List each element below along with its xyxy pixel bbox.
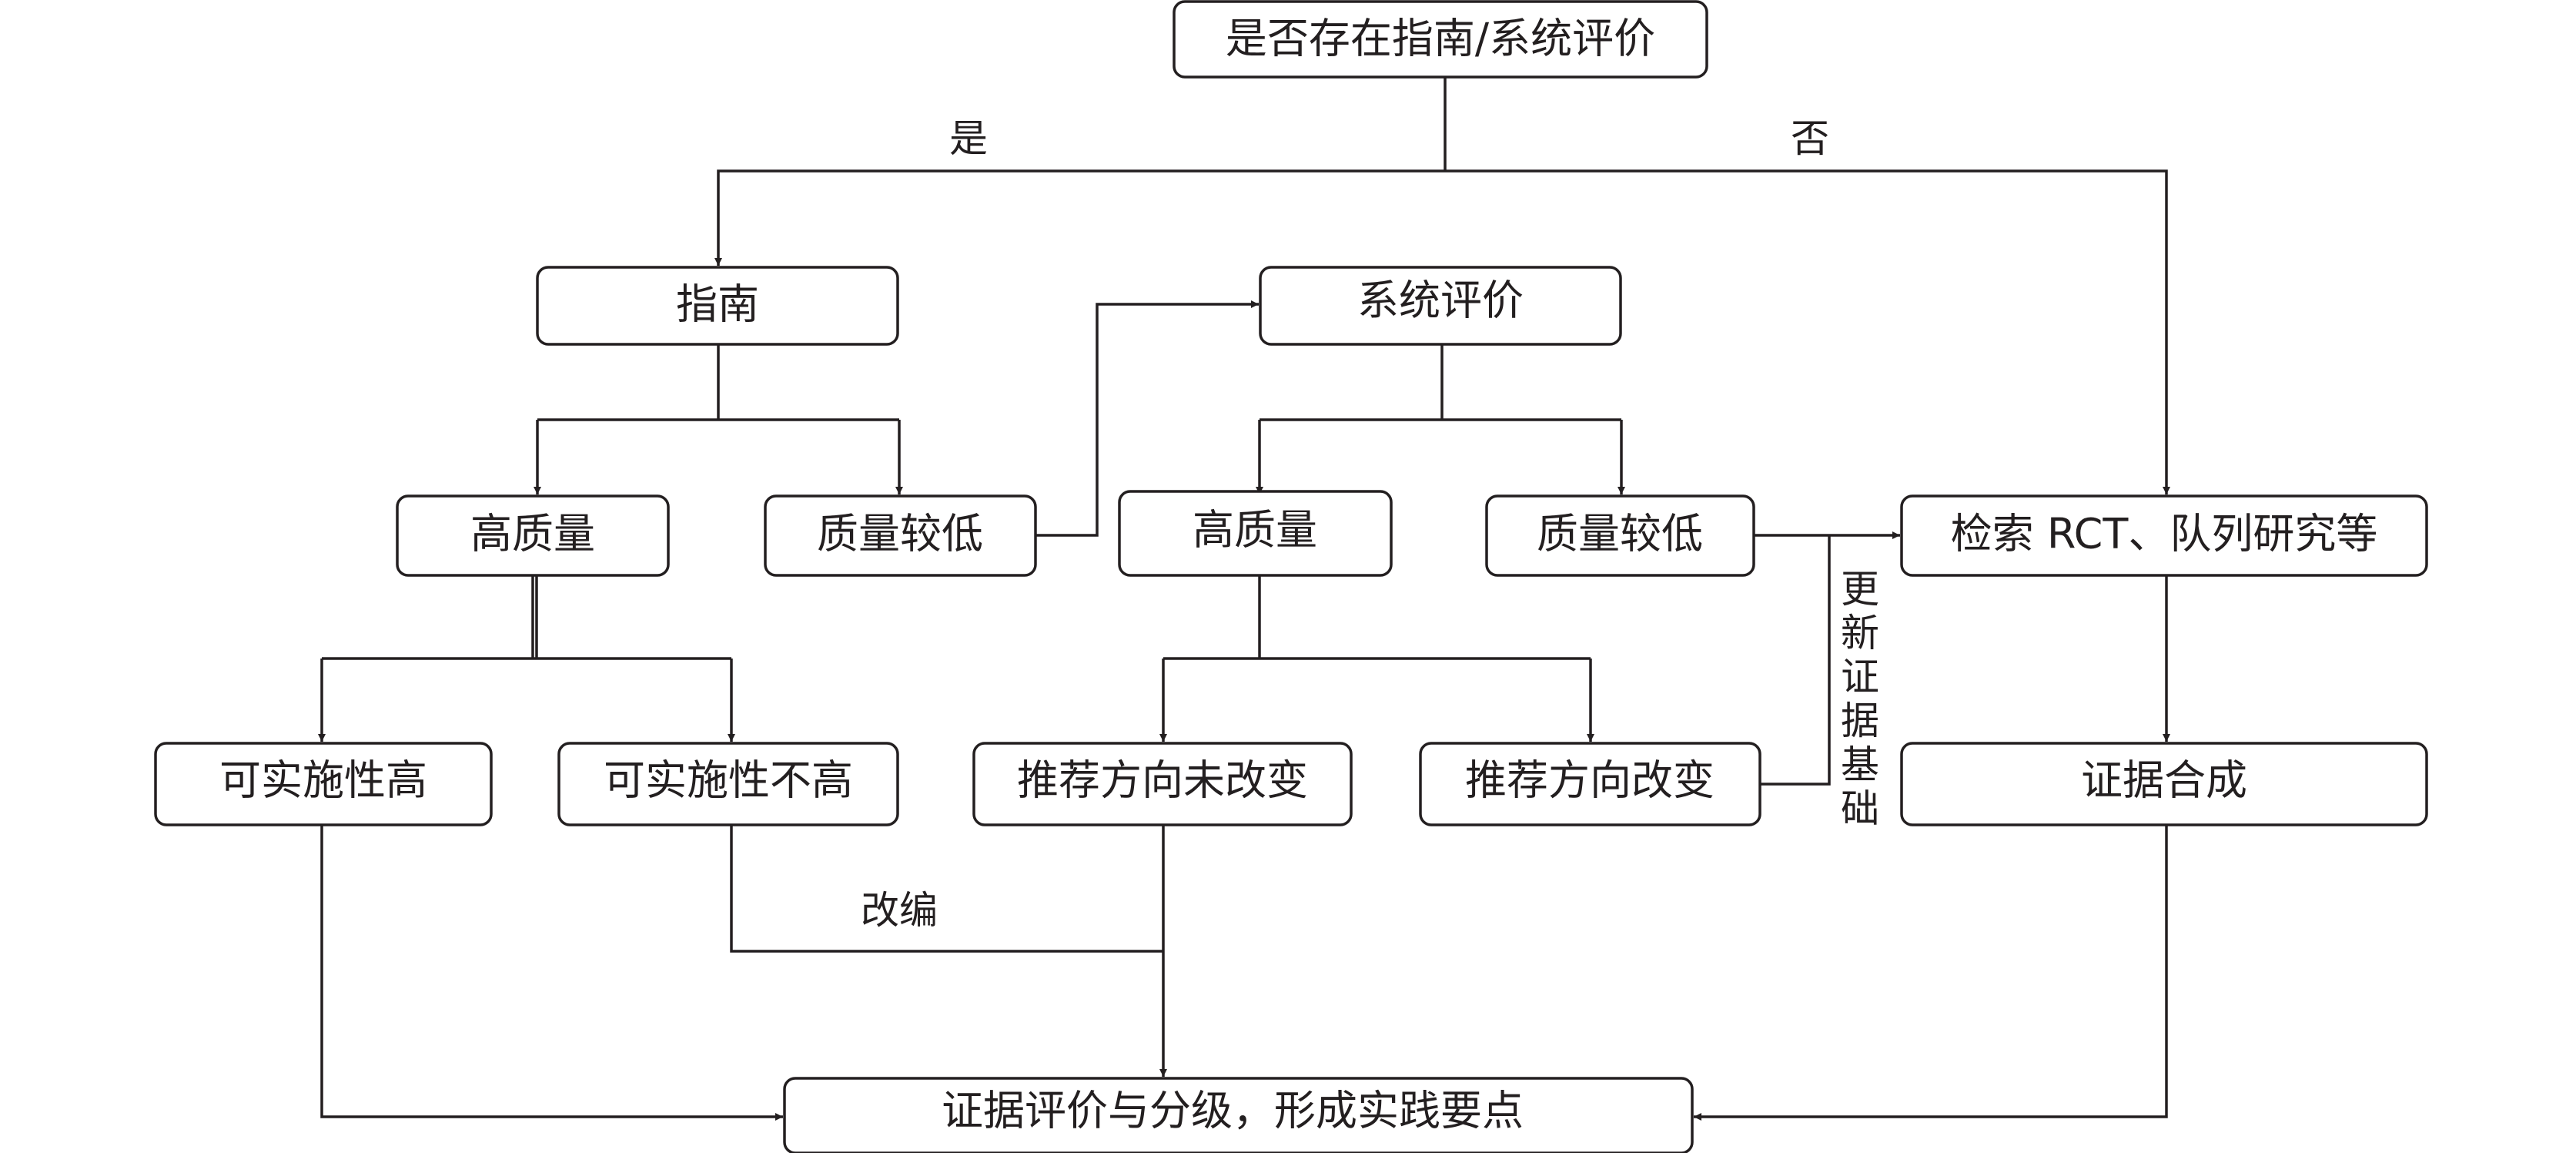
node-guideline-low-label: 质量较低	[817, 510, 983, 558]
node-synthesis: 证据合成	[1900, 742, 2428, 826]
label-no: 否	[1791, 116, 1829, 161]
node-sysreview-high: 高质量	[1118, 490, 1393, 577]
label-yes: 是	[949, 116, 988, 161]
node-search: 检索 RCT、队列研究等	[1900, 494, 2428, 577]
node-search-label: 检索 RCT、队列研究等	[1951, 510, 2378, 558]
node-sysreview-low-label: 质量较低	[1537, 510, 1703, 558]
node-recommendation-unchanged: 推荐方向未改变	[972, 742, 1353, 826]
node-sysreview-label: 系统评价	[1357, 277, 1524, 325]
label-adapt: 改编	[861, 888, 938, 933]
node-sysreview-high-label: 高质量	[1193, 506, 1317, 555]
node-feasibility-high: 可实施性高	[154, 742, 493, 826]
edge-feaslow-adapt	[730, 825, 1163, 953]
node-guideline-high: 高质量	[396, 494, 670, 577]
edge-yes-to-guideline	[714, 169, 1445, 266]
node-root: 是否存在指南/系统评价	[1173, 0, 1708, 79]
edge-ghigh-split	[322, 575, 731, 660]
node-guideline-high-label: 高质量	[470, 510, 595, 558]
node-root-label: 是否存在指南/系统评价	[1226, 15, 1655, 63]
connectors	[318, 77, 2170, 1121]
edge-recchanged-update	[1760, 535, 1831, 786]
node-feasibility-low: 可实施性不高	[557, 742, 899, 826]
node-sysreview-low: 质量较低	[1485, 494, 1755, 577]
edge-sysreview-split	[1260, 344, 1621, 421]
node-sysreview: 系统评价	[1259, 266, 1622, 346]
node-recommendation-changed: 推荐方向改变	[1419, 742, 1761, 826]
node-synthesis-label: 证据合成	[2081, 756, 2247, 805]
edge-feashigh-to-final	[320, 825, 783, 1121]
node-guideline-label: 指南	[676, 280, 759, 329]
node-recommendation-unchanged-label: 推荐方向未改变	[1017, 756, 1308, 805]
node-feasibility-high-label: 可实施性高	[219, 756, 427, 805]
node-feasibility-low-label: 可实施性不高	[604, 756, 853, 805]
edge-shigh-split	[1163, 575, 1591, 660]
edge-synthesis-to-final	[1694, 825, 2168, 1121]
label-update-evidence: 更新证据基础	[1841, 567, 1879, 831]
edge-guideline-split	[537, 344, 899, 421]
node-guideline-low: 质量较低	[764, 494, 1037, 577]
node-final: 证据评价与分级，形成实践要点	[783, 1077, 1694, 1153]
node-guideline: 指南	[536, 266, 899, 346]
edge-glow-to-sysreview	[1035, 300, 1259, 537]
node-recommendation-changed-label: 推荐方向改变	[1465, 756, 1715, 805]
node-final-label: 证据评价与分级，形成实践要点	[942, 1087, 1524, 1135]
edge-no-to-search	[1445, 169, 2170, 494]
